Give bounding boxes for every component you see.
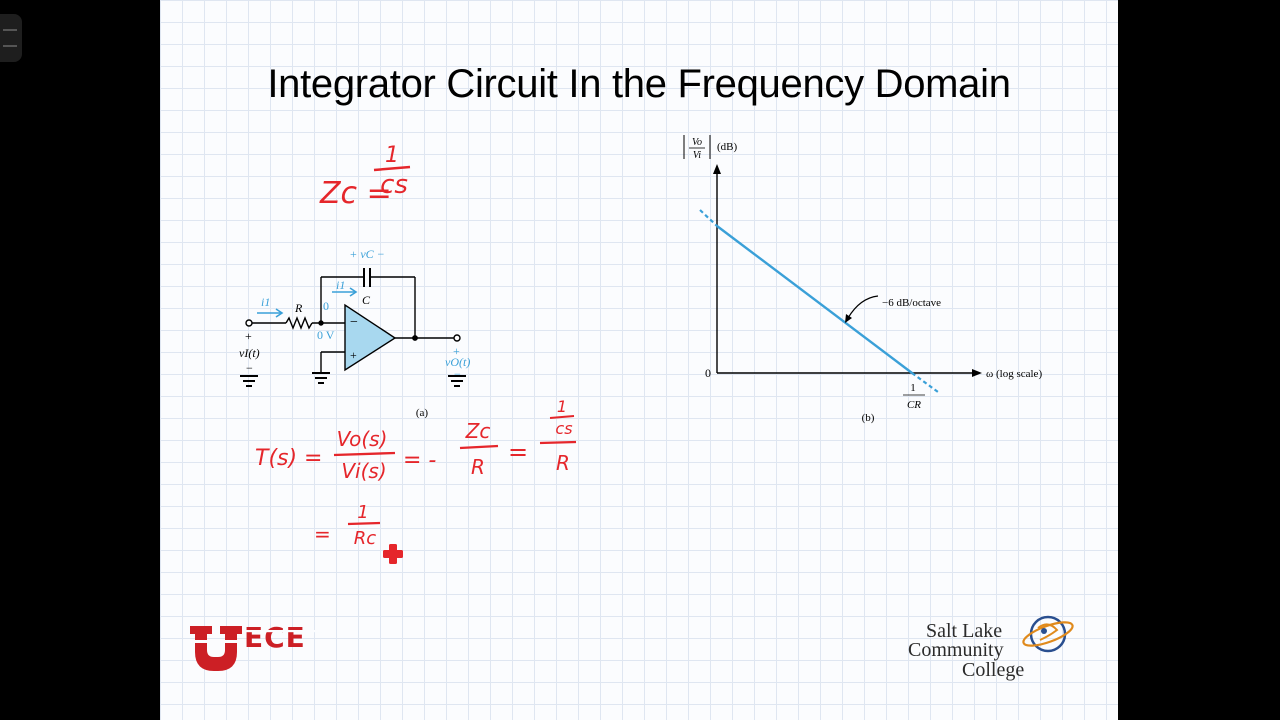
tf-frac3-inner-den: cs — [555, 419, 572, 438]
integrator-circuit — [240, 268, 466, 387]
slcc-line2: Community — [908, 639, 1004, 661]
tf-eq3: = — [508, 438, 528, 466]
vo-plus: + — [453, 344, 460, 358]
crossover-numerator: 1 — [910, 382, 916, 394]
ground-symbol-input — [240, 375, 258, 387]
bode-line-extension-left — [699, 209, 718, 227]
circuit-labels: + vC − i1 i1 R C 0 0 V − + + vI(t) − + v… — [239, 247, 470, 419]
tf-frac2-bar — [459, 444, 499, 450]
vi-plus: + — [245, 329, 252, 343]
vc-label: + vC − — [349, 247, 385, 261]
tf-frac3-inner-num: 1 — [557, 397, 567, 416]
bode-caption: (b) — [862, 412, 875, 424]
bode-line-extension-right — [911, 372, 939, 393]
zero-current-label: 0 — [323, 299, 329, 313]
tf-frac2-den: R — [471, 455, 485, 479]
circuit-caption: (a) — [416, 407, 429, 419]
result-bar — [347, 521, 381, 526]
tf-frac1-num: Vo(s) — [337, 427, 388, 451]
tf-frac3-bar — [539, 440, 577, 445]
tf-lhs: T(s) = — [255, 446, 323, 471]
result-eq: = — [314, 522, 331, 546]
bode-y-arrow — [713, 164, 721, 174]
opamp-plus-sign: + — [350, 348, 357, 362]
current-arrow-cap — [332, 287, 358, 297]
ece-text: ECE — [244, 621, 306, 654]
ylabel-numerator: Vo — [692, 137, 702, 148]
input-terminal — [245, 319, 253, 327]
tf-eq2: = - — [403, 448, 436, 473]
zc-num: 1 — [385, 143, 399, 168]
i1-label-cap: i1 — [336, 278, 345, 292]
slope-leader-line — [847, 295, 879, 319]
bode-x-arrow — [972, 369, 982, 377]
i1-label-input: i1 — [261, 295, 270, 309]
tf-frac2-num: Zc — [465, 419, 491, 443]
zc-lhs: Zc = — [319, 176, 392, 211]
bode-plot — [699, 164, 982, 393]
ylabel-denominator: Vi — [693, 150, 701, 161]
output-terminal — [453, 334, 461, 342]
tf-frac3-den: R — [556, 451, 570, 475]
resistor-label: R — [294, 301, 303, 315]
bode-labels: Vo Vi (dB) 0 ω (log scale) −6 dB/octave … — [683, 135, 1042, 424]
vo-label: vO(t) — [445, 355, 470, 369]
zc-fraction-bar — [373, 165, 411, 172]
handwritten-transfer-function: T(s) = Vo(s) Vi(s) = - Zc R = 1 cs R — [255, 397, 577, 483]
opamp-minus-sign: − — [350, 315, 358, 330]
slcc-line3: College — [962, 659, 1024, 681]
slope-label: −6 dB/octave — [882, 297, 941, 309]
zc-den: cs — [380, 170, 408, 200]
current-arrow-input — [257, 308, 284, 318]
virtual-ground-label: 0 V — [317, 328, 335, 342]
pen-cursor-icon — [383, 544, 403, 564]
bode-origin-label: 0 — [705, 366, 711, 380]
handwritten-zc-definition: Zc = 1 cs — [319, 143, 411, 211]
vi-label: vI(t) — [239, 346, 260, 360]
resistor-symbol — [285, 316, 313, 330]
slope-leader-arrow — [845, 314, 852, 323]
opamp-triangle — [344, 303, 397, 372]
output-node — [412, 335, 418, 341]
ground-symbol-output — [448, 375, 466, 387]
slide-canvas: Integrator Circuit In the Frequency Doma… — [160, 0, 1118, 720]
ground-symbol-opamp — [312, 372, 330, 384]
bode-xlabel: ω (log scale) — [986, 368, 1042, 380]
tf-frac1-den: Vi(s) — [341, 459, 386, 483]
tf-frac1-bar — [333, 451, 396, 457]
summing-node — [318, 320, 324, 326]
vo-minus: − — [454, 367, 461, 381]
slide-drawing: Zc = 1 cs — [190, 135, 1074, 681]
capacitor-label: C — [362, 293, 371, 307]
result-den: Rc — [354, 528, 377, 549]
slcc-globe-icon — [1022, 615, 1074, 653]
slcc-logo: Salt Lake Community College — [908, 615, 1074, 681]
slide-title: Integrator Circuit In the Frequency Doma… — [267, 62, 1011, 106]
university-ece-logo: ECE — [190, 621, 322, 671]
crossover-denominator: CR — [907, 399, 921, 411]
tf-frac3-inner-bar — [549, 415, 575, 419]
vi-minus: − — [246, 361, 253, 375]
u-logo-mark — [190, 626, 242, 671]
bode-magnitude-line — [716, 225, 913, 374]
handwritten-result: = 1 Rc — [314, 502, 381, 549]
ylabel-unit: (dB) — [717, 141, 738, 153]
result-num: 1 — [357, 502, 368, 523]
overlay-menu-button[interactable] — [0, 14, 22, 62]
slcc-line1: Salt Lake — [926, 620, 1002, 642]
